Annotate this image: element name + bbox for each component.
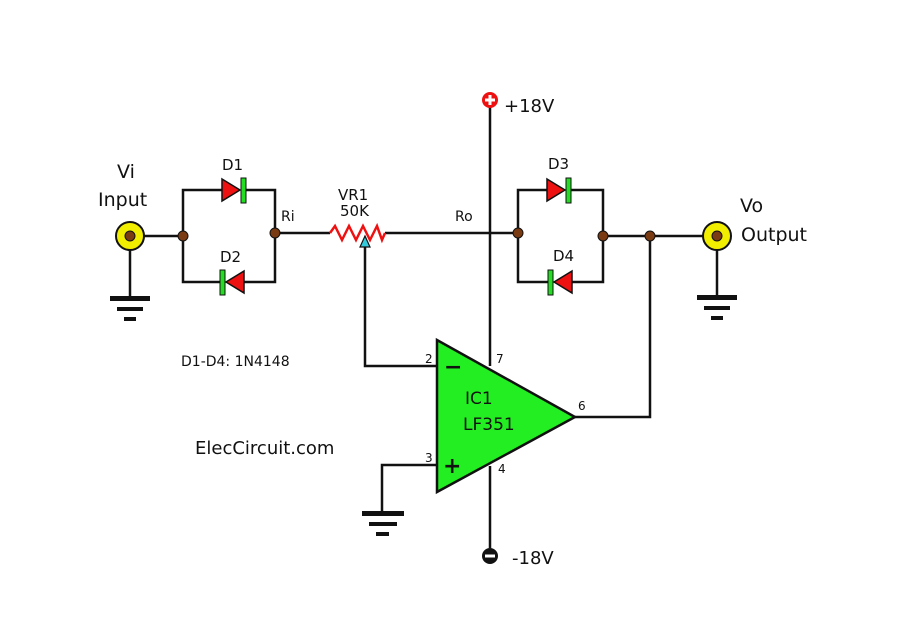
wiper-arrow-icon (359, 234, 371, 248)
pin3-label: 3 (425, 451, 433, 465)
negative-rail-icon (482, 548, 498, 564)
ri-label: Ri (281, 209, 295, 225)
vminus-label: -18V (512, 548, 554, 569)
opamp-minus-sign: − (444, 355, 462, 380)
pin4-label: 4 (498, 462, 506, 476)
output-label: Output (741, 224, 807, 246)
potentiometer-vr1 (328, 222, 387, 248)
opamp-plus-sign: + (443, 454, 461, 479)
ground-symbol-output (697, 295, 737, 320)
ground-symbol-input (110, 296, 150, 321)
vr1-label: VR1 (338, 186, 368, 204)
pin2-label: 2 (425, 352, 433, 366)
ic-part-label: LF351 (463, 415, 515, 435)
website-label: ElecCircuit.com (195, 438, 334, 459)
d2-label: D2 (220, 248, 241, 266)
diode-d4 (547, 269, 573, 296)
wires (128, 104, 719, 548)
vplus-label: +18V (504, 96, 555, 117)
input-jack (115, 221, 145, 251)
d3-label: D3 (548, 155, 569, 173)
diode-d1 (221, 177, 247, 204)
ro-label: Ro (455, 209, 473, 225)
junction-nodes (177, 227, 656, 242)
vo-label: Vo (740, 195, 763, 217)
diode-note-label: D1-D4: 1N4148 (181, 354, 290, 370)
diode-d2 (219, 269, 245, 296)
positive-rail-icon (482, 92, 498, 108)
pin7-label: 7 (496, 352, 504, 366)
pin6-label: 6 (578, 399, 586, 413)
ground-symbol-opamp (362, 511, 404, 536)
vr1-value-label: 50K (340, 202, 370, 220)
output-jack (702, 221, 732, 251)
opamp-ic1 (435, 337, 578, 495)
ic-name-label: IC1 (465, 389, 493, 409)
d4-label: D4 (553, 247, 574, 265)
input-label: Input (98, 189, 147, 211)
diode-d3 (546, 177, 572, 204)
d1-label: D1 (222, 156, 243, 174)
vi-label: Vi (117, 161, 135, 183)
